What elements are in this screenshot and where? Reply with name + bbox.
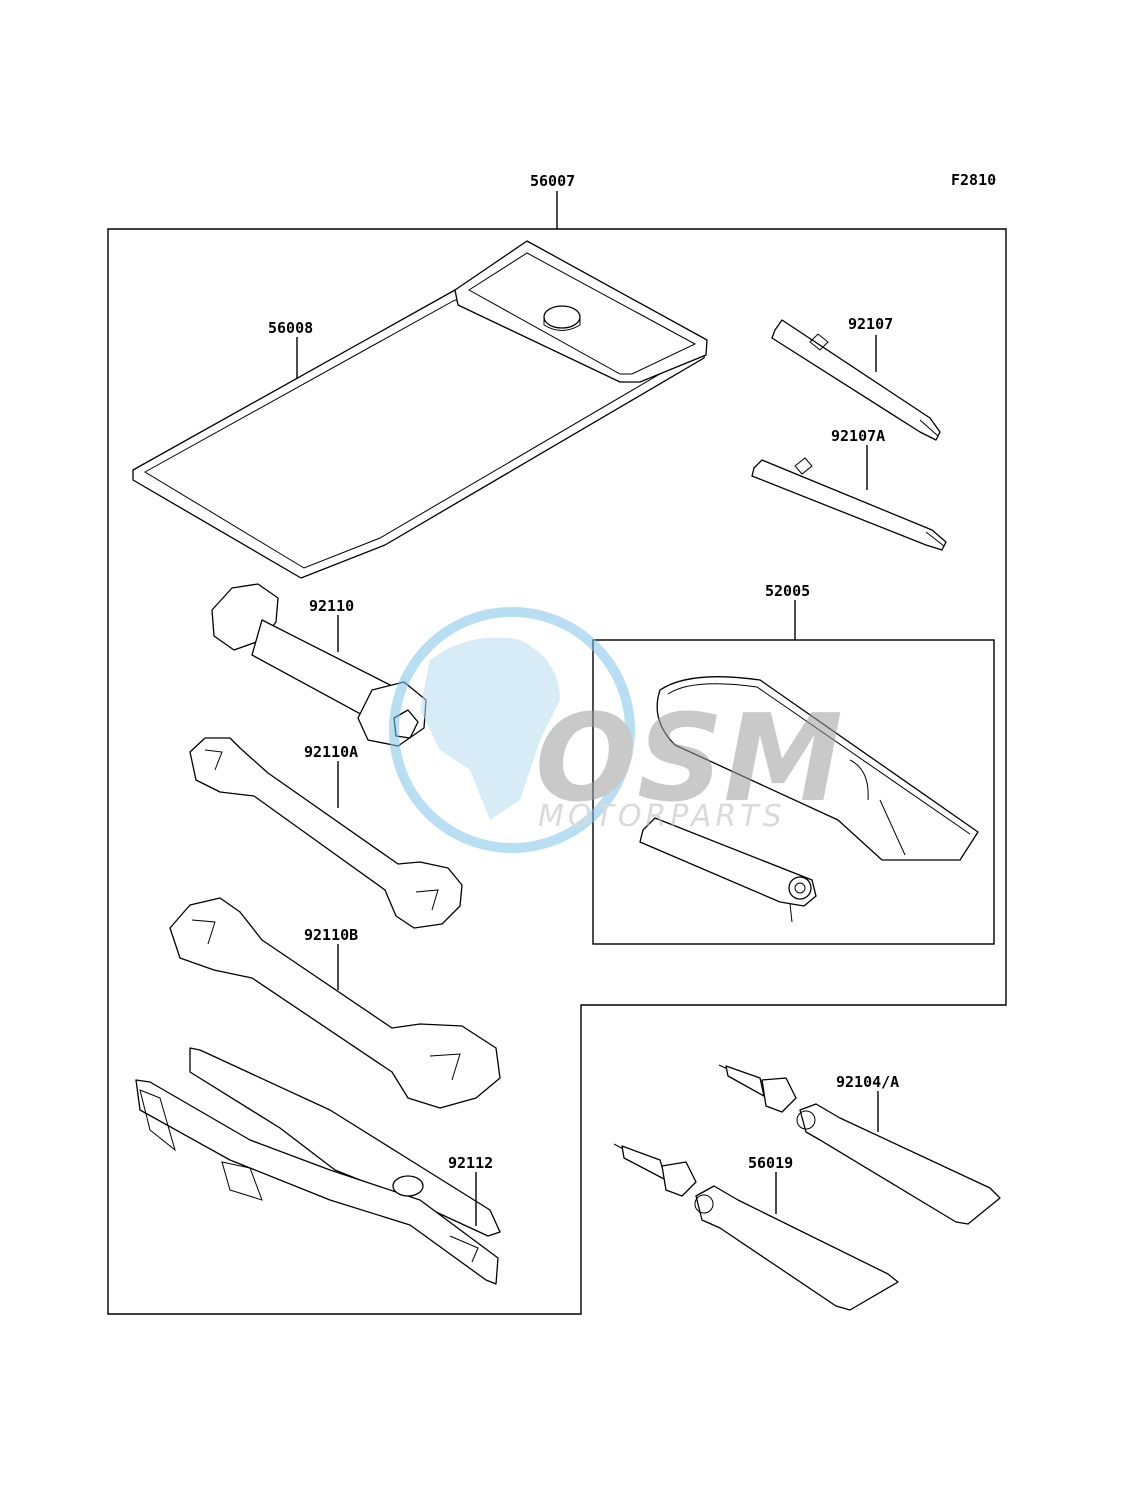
repair-kit-box	[592, 639, 995, 945]
label-92110B[interactable]: 92110B	[304, 926, 358, 944]
label-92110A[interactable]: 92110A	[304, 743, 358, 761]
repair-kit-illustration	[639, 676, 979, 923]
label-92110[interactable]: 92110	[309, 597, 354, 615]
watermark-sub: MOTORPARTS	[538, 799, 786, 834]
label-92112[interactable]: 92112	[448, 1154, 493, 1172]
watermark: OSM MOTORPARTS	[389, 607, 843, 853]
globe-continents-icon	[420, 637, 560, 820]
label-56019[interactable]: 56019	[748, 1154, 793, 1172]
tube-92104A-illustration	[718, 1064, 1001, 1225]
label-92104A[interactable]: 92104/A	[836, 1073, 899, 1091]
tube-56019-illustration	[613, 1143, 899, 1311]
label-92107[interactable]: 92107	[848, 315, 893, 333]
figure-code: F2810	[951, 171, 996, 189]
label-56007[interactable]: 56007	[530, 172, 575, 190]
tool-bag-illustration	[132, 240, 708, 579]
label-52005[interactable]: 52005	[765, 582, 810, 600]
wrench-large-illustration	[169, 897, 501, 1109]
label-56008[interactable]: 56008	[268, 319, 313, 337]
wrench-small-illustration	[189, 737, 463, 929]
screwdriver-bit-92107A-illustration	[751, 457, 947, 551]
globe-ring-icon	[389, 607, 635, 853]
watermark-brand: OSM	[535, 690, 843, 829]
label-92107A[interactable]: 92107A	[831, 427, 885, 445]
screwdriver-bit-92107-illustration	[771, 319, 941, 441]
pliers-illustration	[135, 1047, 501, 1285]
kit-outline	[107, 228, 1007, 1315]
